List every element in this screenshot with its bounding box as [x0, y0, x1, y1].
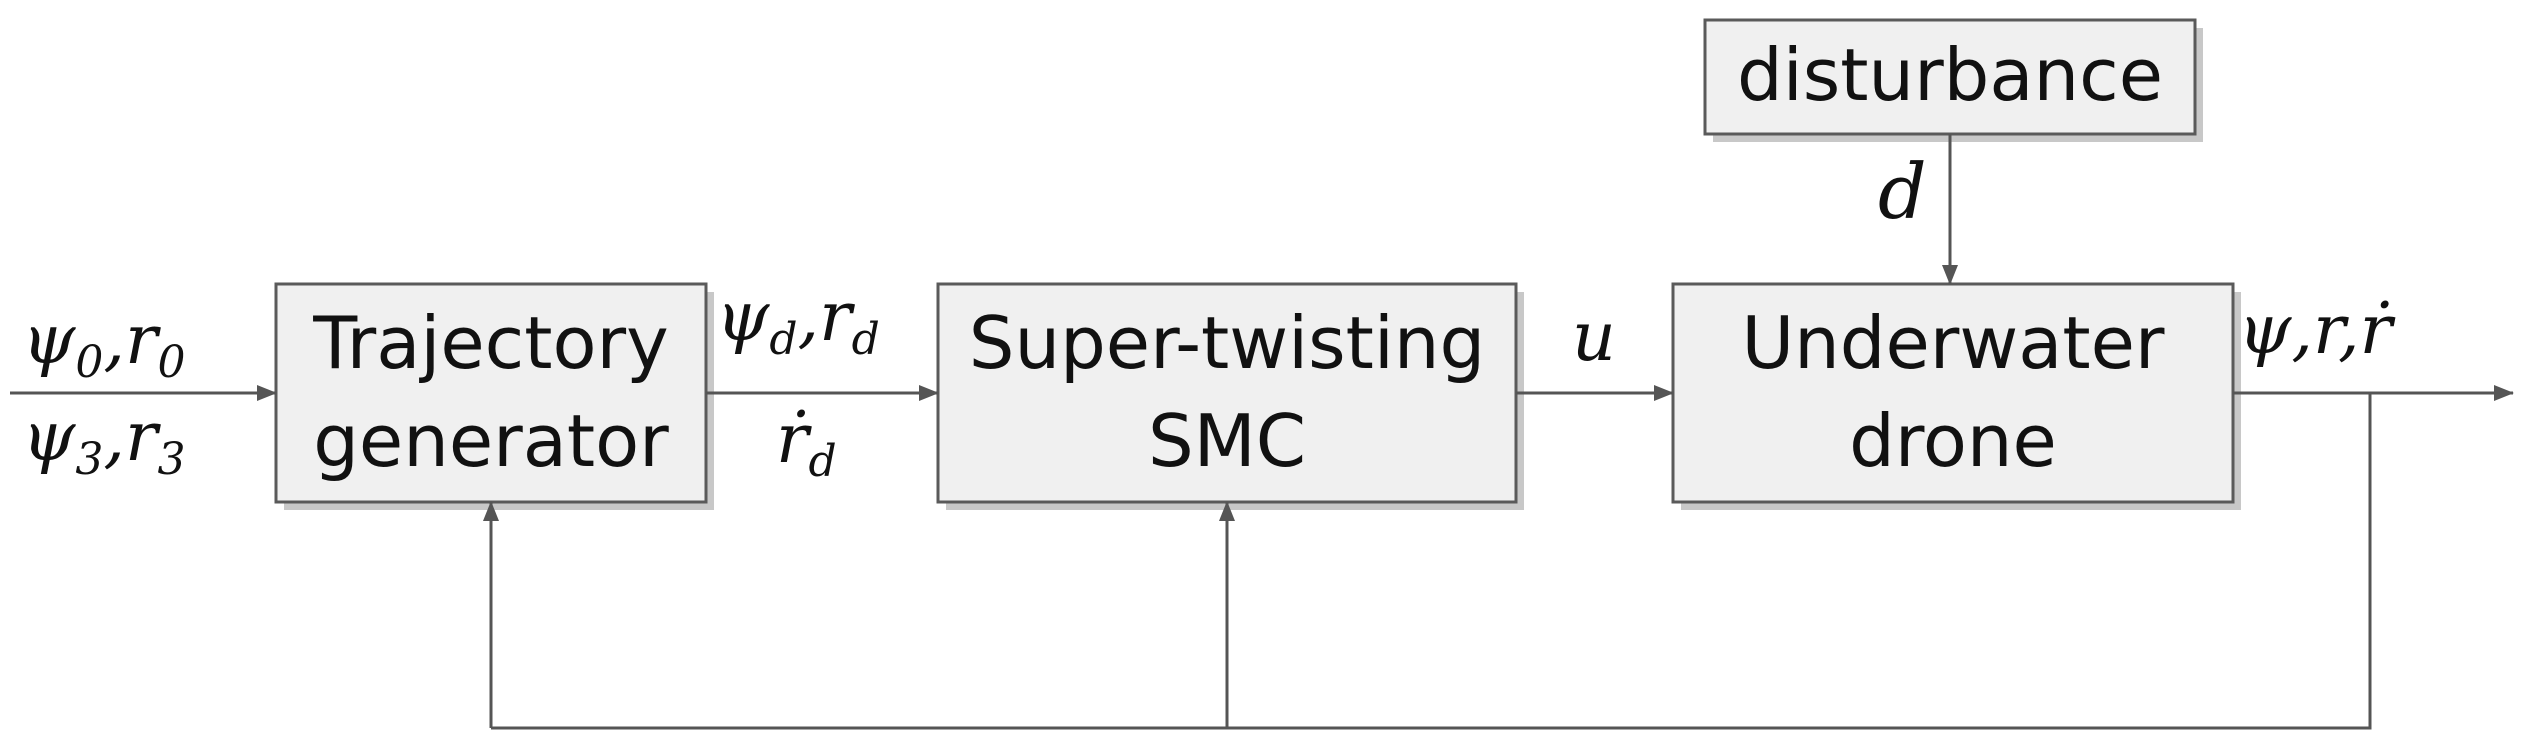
output-signal-label: ψ,r,ṙ: [2238, 291, 2396, 370]
disturbance-signal-label: d: [1878, 147, 1927, 236]
input-label-bottom: ψ3,r3: [22, 398, 185, 485]
super-twisting-smc-label-line1: Super-twisting: [969, 301, 1486, 385]
disturbance-block: disturbance: [1703, 18, 2197, 136]
control-signal-label: u: [1572, 298, 1616, 377]
underwater-drone-label-line2: drone: [1849, 399, 2057, 483]
super-twisting-smc-block: Super-twisting SMC: [936, 282, 1518, 504]
underwater-drone-label-line1: Underwater: [1741, 301, 2164, 385]
desired-signal-label-bottom: ṙd: [776, 400, 837, 487]
super-twisting-smc-label-line2: SMC: [1148, 399, 1306, 483]
feedback-line: [491, 393, 2372, 730]
trajectory-generator-block: Trajectory generator: [274, 282, 708, 504]
underwater-drone-block: Underwater drone: [1671, 282, 2235, 504]
trajectory-generator-label-line1: Trajectory: [312, 301, 669, 385]
input-label-top: ψ0,r0: [22, 301, 185, 388]
desired-signal-label-top: ψd,rd: [716, 278, 880, 365]
trajectory-generator-label-line2: generator: [313, 399, 669, 483]
disturbance-label: disturbance: [1737, 33, 2163, 117]
